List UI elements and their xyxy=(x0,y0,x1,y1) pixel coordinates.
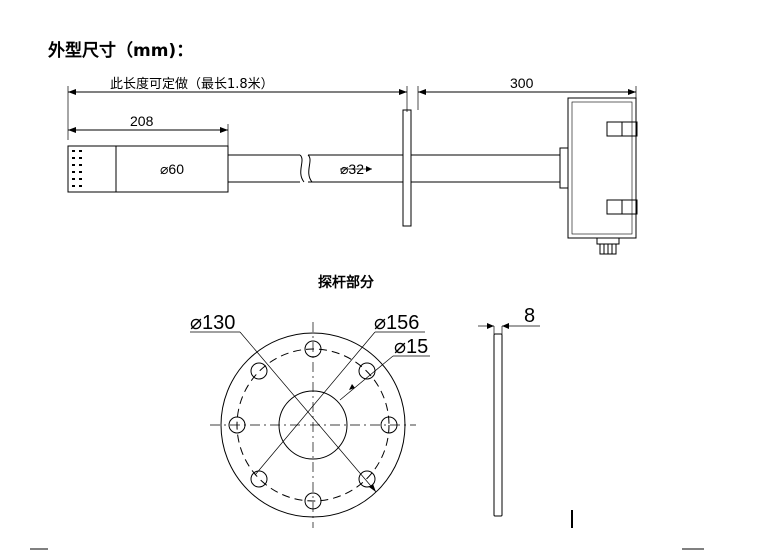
sensor-head-vented xyxy=(67,145,117,193)
flange-front-view xyxy=(190,322,430,528)
head-diameter-label: ⌀60 xyxy=(160,161,184,177)
head-length-label: 208 xyxy=(130,113,154,129)
flange-side-view xyxy=(478,323,540,517)
flange-subtitle: 探杆部分 xyxy=(318,274,374,291)
hole-diameter-label: ⌀15 xyxy=(394,336,428,358)
vent-holes xyxy=(72,150,82,187)
rod-diameter-label: ⌀32 xyxy=(340,161,364,177)
flange-plate-side xyxy=(402,109,412,227)
page-title: 外型尺寸（mm)： xyxy=(48,41,194,61)
length-label: 此长度可定做（最长1.8米） xyxy=(110,76,274,92)
thickness-label: 8 xyxy=(524,305,535,327)
outer-diameter-label: ⌀156 xyxy=(374,312,419,334)
inner-diameter-label: ⌀130 xyxy=(190,312,235,334)
side-view xyxy=(67,86,638,255)
sensor-head-body xyxy=(115,145,229,193)
transmitter-box xyxy=(567,97,637,239)
box-length-label: 300 xyxy=(510,75,534,91)
